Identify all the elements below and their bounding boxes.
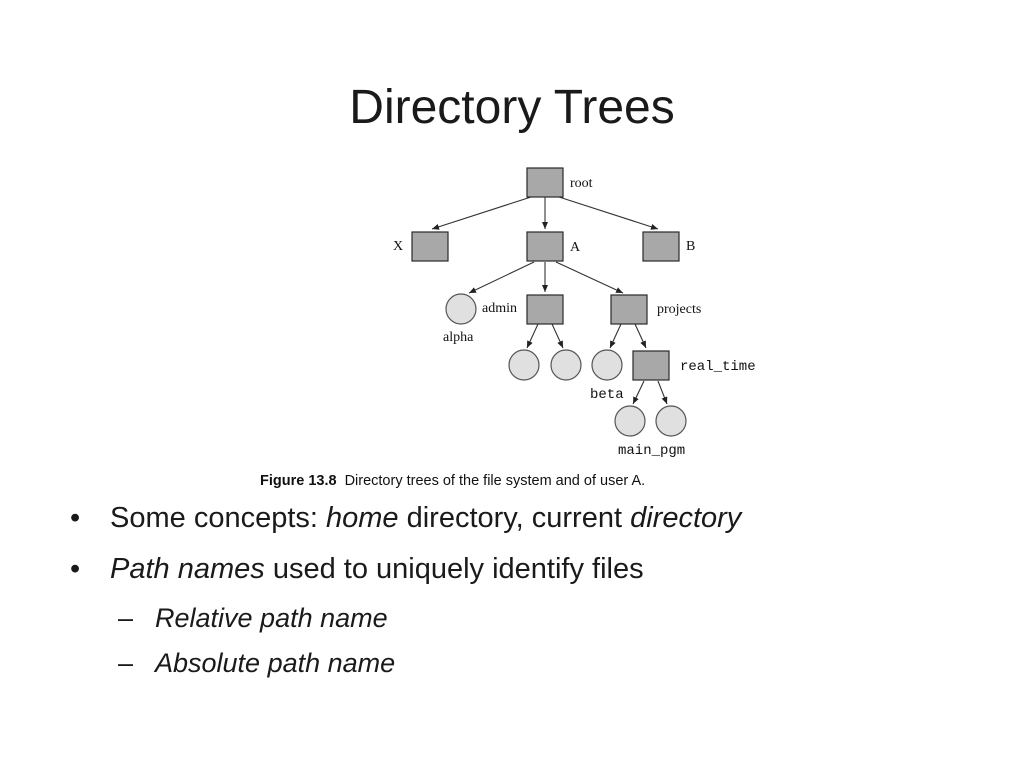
dir-node-x: [411, 231, 449, 262]
tree-edges: [431, 196, 668, 405]
edge-a-alpha: [468, 261, 535, 294]
dir-node-b: [642, 231, 680, 262]
bullet-list: •Some concepts: home directory, current …: [68, 500, 968, 692]
edge-root-x: [431, 196, 532, 230]
bullet-emphasis: directory: [630, 502, 742, 534]
file-node-alpha: [445, 293, 477, 325]
edge-projects-beta: [609, 323, 622, 349]
subbullet-absolute: –Absolute path name: [68, 647, 968, 679]
edge-projects-realtime: [634, 323, 647, 349]
label-main-pgm: main_pgm: [618, 443, 685, 459]
label-admin: admin: [482, 301, 517, 316]
bullet-text: Some concepts:: [110, 502, 326, 534]
edge-root-b: [558, 196, 659, 230]
file-node-admin-2: [550, 349, 582, 381]
label-alpha: alpha: [443, 330, 474, 345]
subbullet-text: Absolute path name: [155, 648, 396, 678]
label-root: root: [570, 176, 593, 191]
dash-mark: –: [118, 648, 134, 678]
label-x: X: [393, 239, 403, 254]
directory-tree-diagram: root X A B admin alpha projects beta rea…: [393, 167, 756, 459]
edge-realtime-file2: [657, 380, 668, 405]
bullet-path-names: • Path names used to uniquely identify fi…: [68, 551, 968, 587]
dash-mark: –: [118, 603, 134, 633]
label-beta: beta: [590, 387, 624, 403]
edge-admin-file1: [526, 323, 539, 349]
label-a: A: [570, 240, 581, 255]
bullet-emphasis: home: [326, 502, 399, 534]
bullet-text: directory, current: [398, 502, 631, 534]
dir-node-root: [526, 167, 564, 198]
dir-node-projects: [610, 294, 648, 325]
figure-caption: Figure 13.8 Directory trees of the file s…: [260, 473, 780, 489]
figure-caption-text: Directory trees of the file system and o…: [344, 473, 646, 489]
file-node-beta: [591, 349, 623, 381]
label-real-time: real_time: [680, 359, 756, 375]
bullet-emphasis: Path names: [110, 553, 265, 585]
edge-a-projects: [555, 261, 624, 294]
label-projects: projects: [657, 302, 701, 317]
file-node-rt-1: [614, 405, 646, 437]
dir-node-a: [526, 231, 564, 262]
file-node-main-pgm: [655, 405, 687, 437]
bullet-text: used to uniquely identify files: [264, 553, 644, 585]
dir-node-admin: [526, 294, 564, 325]
bullet-mark: •: [70, 553, 81, 585]
slide-title: Directory Trees: [349, 81, 675, 134]
subbullet-relative: –Relative path name: [68, 602, 968, 634]
edge-admin-file2: [551, 323, 564, 349]
bullet-concepts: •Some concepts: home directory, current …: [68, 500, 968, 536]
file-node-admin-1: [508, 349, 540, 381]
figure-number: Figure 13.8: [260, 473, 337, 489]
label-b: B: [686, 239, 695, 254]
subbullet-text: Relative path name: [155, 603, 388, 633]
bullet-mark: •: [70, 502, 81, 534]
dir-node-real-time: [632, 350, 670, 381]
edge-realtime-file1: [632, 380, 645, 405]
